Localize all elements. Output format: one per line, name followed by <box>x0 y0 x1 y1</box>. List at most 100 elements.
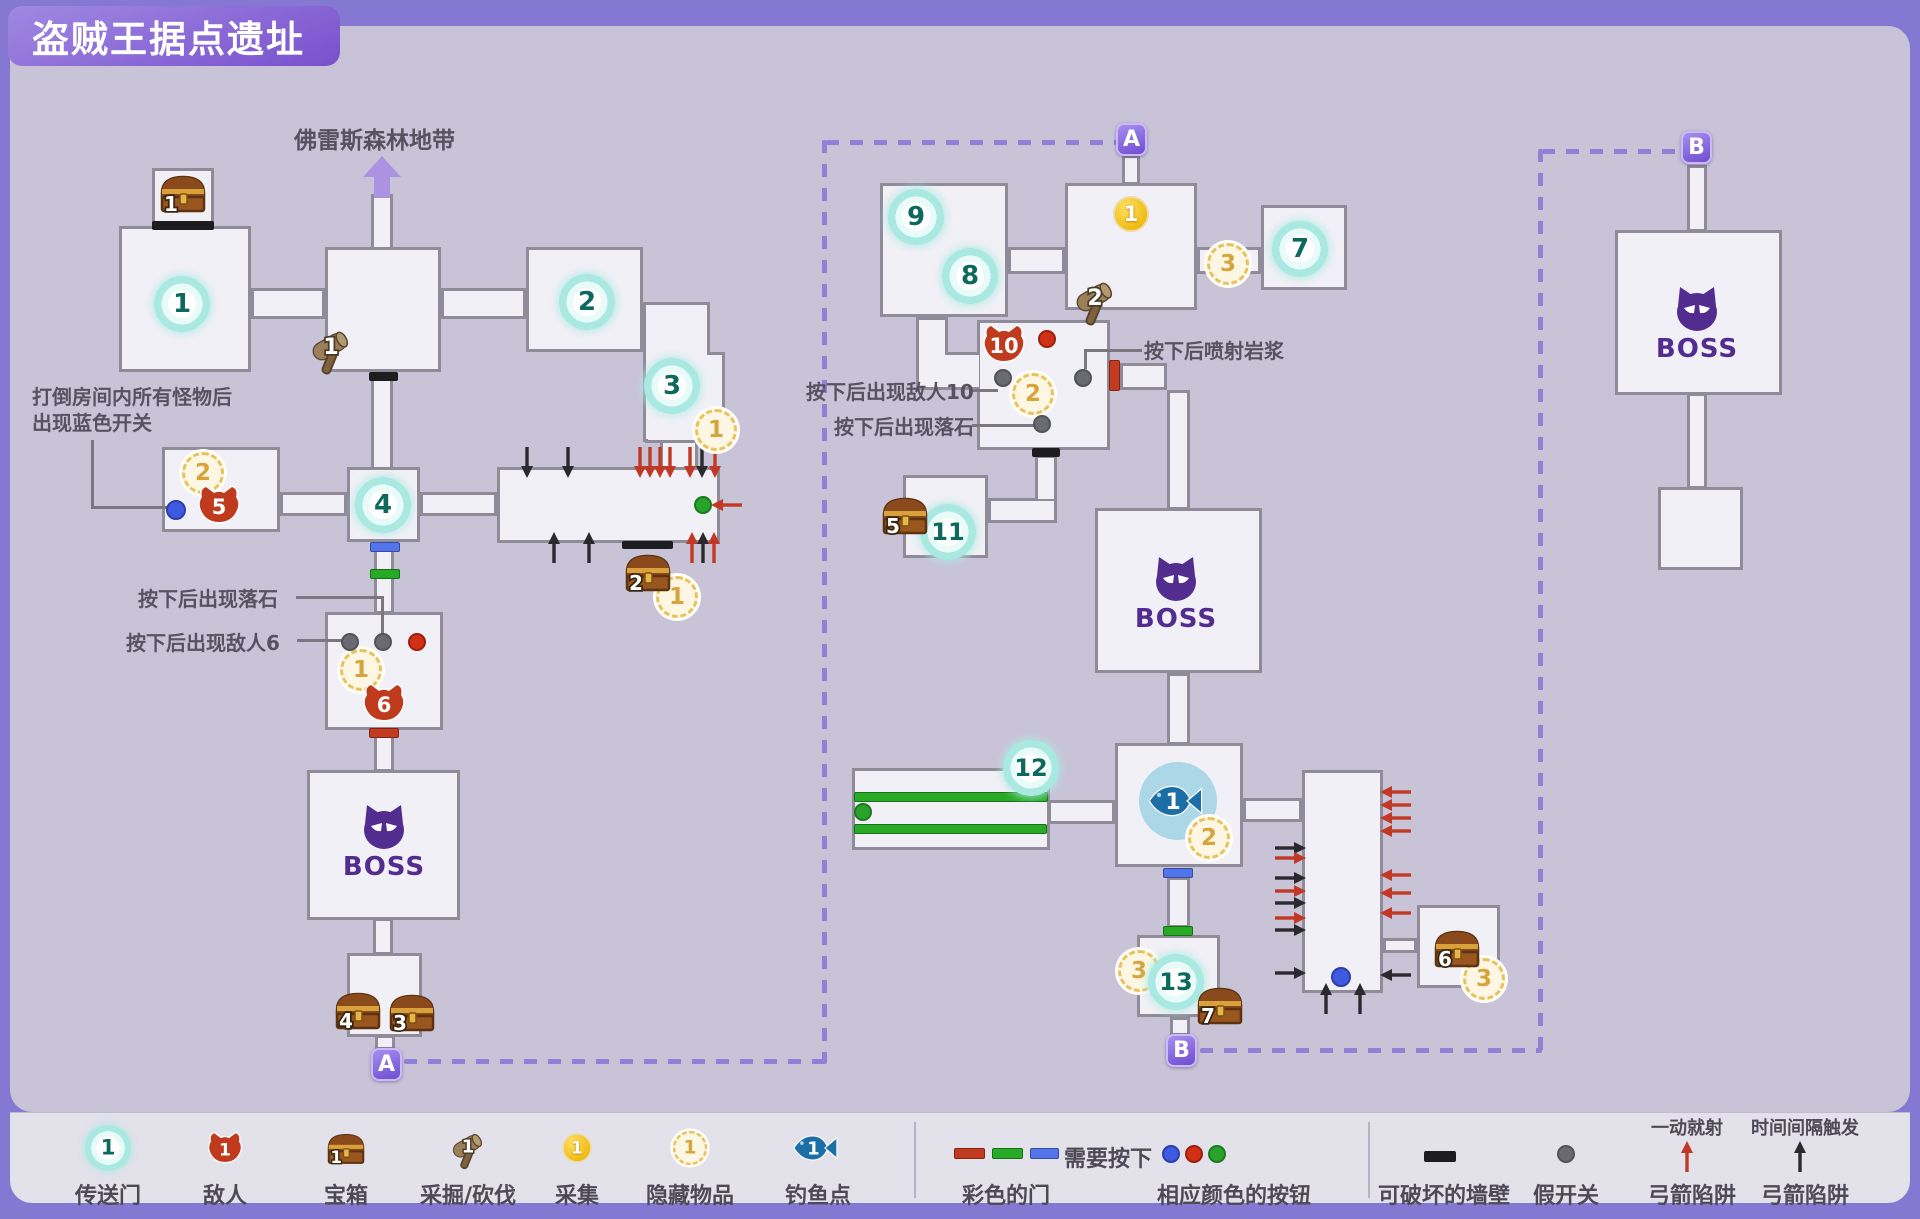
hidden-item-number: 1 <box>707 417 724 443</box>
map-room-fill <box>1170 393 1187 507</box>
portal-number: 8 <box>960 261 980 291</box>
legend-button-dot-green <box>1208 1145 1226 1163</box>
legend-door-green <box>992 1148 1023 1159</box>
colored-door-green <box>1163 926 1193 936</box>
annotation-line <box>296 596 384 599</box>
portal-icon: 3 <box>643 357 701 415</box>
portal-icon: 7 <box>1271 220 1329 278</box>
colored-door-blue <box>1163 868 1193 878</box>
legend-breakable-wall <box>1424 1151 1456 1162</box>
annotation-falling-rocks-right: 按下后出现落石 <box>834 415 974 439</box>
annotation-line <box>381 596 384 634</box>
map-room-fill <box>1170 880 1187 925</box>
colored-door-green <box>854 792 1048 802</box>
annotation-line <box>91 506 169 509</box>
map-room-fill <box>1125 158 1137 182</box>
switch-dot <box>341 633 359 651</box>
map-room-fill <box>283 495 344 513</box>
annotation-line <box>91 440 94 509</box>
connector-marker-a: A <box>1116 123 1147 156</box>
svg-text:4: 4 <box>339 1009 353 1033</box>
button-dot-blue <box>1331 967 1351 987</box>
breakable-wall <box>152 221 214 230</box>
arrow-trap-icon <box>708 446 722 478</box>
svg-text:1: 1 <box>1165 790 1180 815</box>
treasure-chest-icon: 5 <box>878 492 932 539</box>
map-room-fill <box>423 495 494 513</box>
annotation-lava: 按下后喷射岩浆 <box>1144 339 1284 363</box>
portal-icon: 9 <box>887 188 945 246</box>
enemy-icon: 10 <box>981 323 1027 365</box>
arrow-trap-icon <box>1380 811 1412 825</box>
hidden-item-number: 3 <box>1475 966 1492 992</box>
portal-number: 3 <box>662 371 682 401</box>
legend-coin-icon: 1 <box>562 1133 592 1163</box>
svg-text:1: 1 <box>323 335 338 360</box>
map-room-fill <box>1386 941 1414 950</box>
colored-door-green <box>854 824 1047 834</box>
portal-icon: 13 <box>1147 953 1205 1011</box>
svg-text:5: 5 <box>212 495 227 519</box>
map-room-fill <box>1690 396 1704 486</box>
map-room-fill <box>374 197 390 247</box>
arrow-trap-icon <box>685 532 699 564</box>
arrow-trap-icon <box>633 446 647 478</box>
svg-text:1: 1 <box>330 1148 341 1167</box>
treasure-chest-icon: 7 <box>1193 982 1247 1029</box>
exit-arrow-icon <box>363 156 401 198</box>
legend-arrow-trap-red-icon <box>1680 1141 1694 1173</box>
legend-fish-icon: 1 <box>792 1132 838 1163</box>
map-room-fill <box>1170 676 1187 742</box>
portal-icon: 4 <box>354 476 412 534</box>
arrow-trap-icon <box>707 532 721 564</box>
connector-path <box>1538 149 1543 1053</box>
map-room-fill <box>254 291 322 316</box>
svg-text:1: 1 <box>462 1136 475 1157</box>
arrow-trap-icon <box>643 446 657 478</box>
fishing-point-icon: 1 <box>1147 782 1203 820</box>
boss-icon: BOSS <box>1627 284 1767 364</box>
legend-fake-switch-dot <box>1557 1145 1575 1163</box>
boss-icon: BOSS <box>314 802 454 882</box>
arrow-trap-icon <box>1274 841 1306 855</box>
legend-item-label: 采掘/砍伐 <box>419 1184 517 1209</box>
legend-arrow-trap-black-icon <box>1793 1141 1807 1173</box>
portal-number: 2 <box>577 287 597 317</box>
connector-path <box>404 1059 826 1064</box>
arrow-trap-icon <box>1380 906 1412 920</box>
map-room-fill <box>1038 458 1054 499</box>
map-room-fill <box>1661 490 1740 567</box>
annotation-line <box>970 389 998 392</box>
arrow-trap-icon <box>1274 851 1306 865</box>
portal-number: 1 <box>100 1135 116 1161</box>
boss-label: BOSS <box>342 852 426 882</box>
legend-arrow-red-caption: 一动就射 <box>1651 1118 1723 1139</box>
arrow-trap-icon <box>582 532 596 564</box>
connector-path <box>826 140 1116 145</box>
legend-button-dot-blue <box>1162 1145 1180 1163</box>
map-room-fill <box>444 291 523 316</box>
button-dot-green <box>854 803 872 821</box>
connector-path <box>822 140 827 1064</box>
colored-door-red <box>369 728 399 738</box>
legend-arrow-black-label: 弓箭陷阱 <box>1760 1184 1849 1209</box>
svg-text:6: 6 <box>377 693 392 717</box>
boss-icon: BOSS <box>1106 554 1246 634</box>
breakable-wall <box>622 541 673 549</box>
legend-item-label: 隐藏物品 <box>645 1184 734 1209</box>
map-room-fill <box>328 250 438 369</box>
map-room-fill <box>1690 168 1704 229</box>
map-room-fill <box>377 733 391 769</box>
page-title-text: 盗贼王据点遗址 <box>32 18 305 61</box>
map-room-fill <box>919 355 979 387</box>
hidden-item-number: 1 <box>683 1137 697 1159</box>
legend-buttons-label: 相应颜色的按钮 <box>1156 1184 1311 1209</box>
breakable-wall <box>1032 448 1060 457</box>
gather-number: 1 <box>1123 202 1139 226</box>
map-room-fill <box>1305 773 1380 990</box>
button-dot-green <box>694 496 712 514</box>
enemy-icon: 6 <box>361 682 407 724</box>
legend-arrow-red-label: 弓箭陷阱 <box>1647 1184 1736 1209</box>
hidden-item-icon: 1 <box>340 649 382 691</box>
hidden-item-number: 2 <box>1200 825 1217 851</box>
